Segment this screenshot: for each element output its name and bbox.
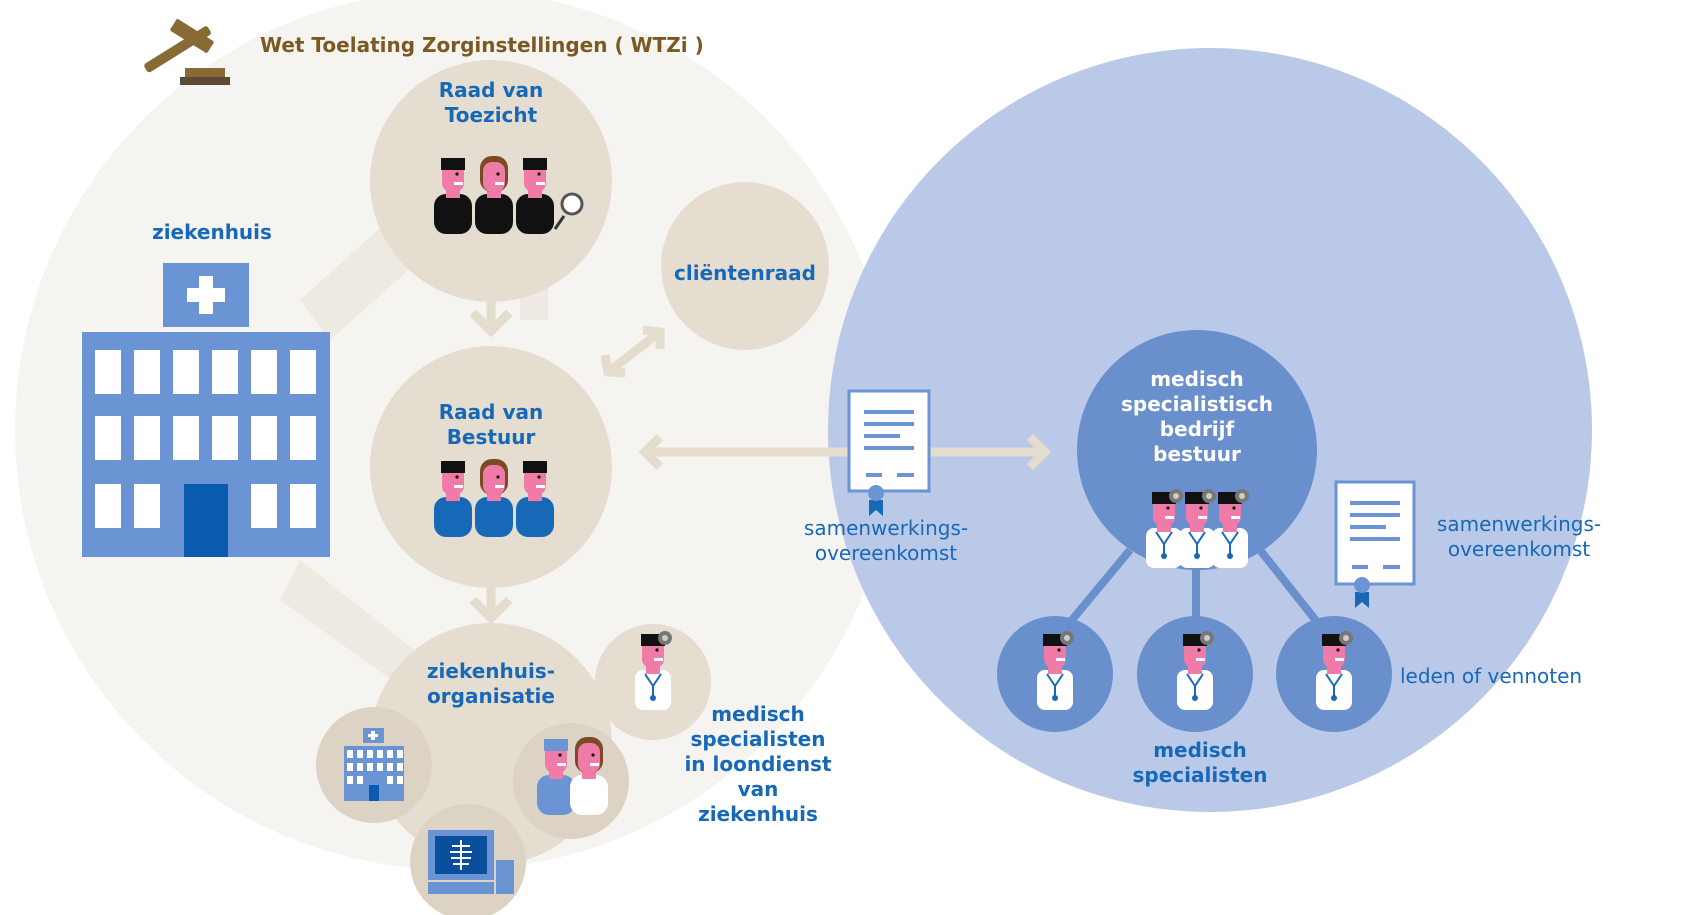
executive-person-3 <box>516 461 554 537</box>
specialist-doctor-1 <box>1037 631 1074 710</box>
surgeon-icon <box>537 739 575 815</box>
contract-label-left: samenwerkings- overeenkomst <box>803 516 969 565</box>
client-council-label: cliëntenraad <box>674 261 816 285</box>
hospital-label: ziekenhuis <box>152 220 272 244</box>
msb-doctor-1 <box>1146 489 1183 568</box>
board-people-icon <box>434 158 472 234</box>
executive-person-2 <box>475 459 513 537</box>
document-icon-right <box>1334 480 1416 608</box>
salaried-specialists-label: medisch specialisten in loondienst van z… <box>684 702 832 826</box>
doctor-icon <box>635 631 672 710</box>
specialists-label: medisch specialisten <box>1132 738 1268 787</box>
board-person-3 <box>516 158 554 234</box>
magnifier-icon <box>553 192 584 230</box>
law-title: Wet Toelating Zorginstellingen ( WTZi ) <box>260 33 704 57</box>
msb-board-label: medisch specialistisch bedrijf bestuur <box>1120 367 1274 466</box>
arrow-contract <box>638 433 1052 471</box>
arrows-vertical <box>469 298 513 625</box>
msb-doctor-2 <box>1179 489 1216 568</box>
xray-monitor-icon <box>428 830 514 894</box>
document-icon <box>847 389 931 516</box>
client-council-circle <box>661 182 829 350</box>
msb-doctor-3 <box>1212 489 1249 568</box>
arrow-client-council <box>600 325 665 378</box>
board-person-2 <box>475 156 513 234</box>
hospital-building-icon <box>82 263 330 557</box>
gavel-icon <box>144 19 230 85</box>
executive-board-label: Raad van Bestuur <box>438 400 544 449</box>
members-label: leden of vennoten <box>1400 664 1583 688</box>
nurse-icon <box>570 737 608 815</box>
hospital-small-icon <box>344 728 404 801</box>
contract-label-right: samenwerkings- overeenkomst <box>1436 512 1602 561</box>
executive-person-1 <box>434 461 472 537</box>
msb-board-circle <box>1077 330 1317 570</box>
supervisory-board-label: Raad van Toezicht <box>438 78 544 127</box>
hospital-org-label: ziekenhuis- organisatie <box>426 659 556 708</box>
specialist-doctor-3 <box>1316 631 1353 710</box>
specialist-doctor-2 <box>1177 631 1214 710</box>
